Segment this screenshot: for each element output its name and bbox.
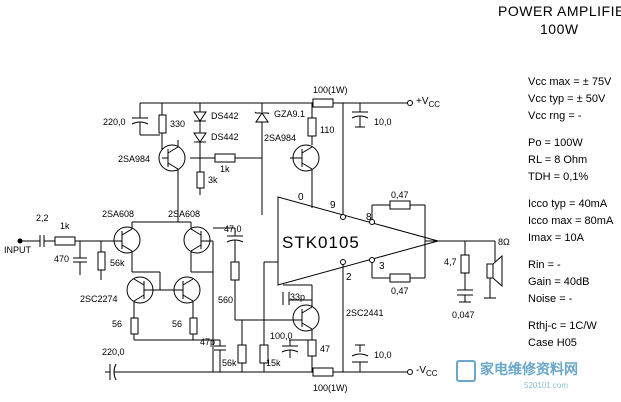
transistor-2sc2441 [235,285,319,340]
label-r1k-mid: 1k [220,164,230,174]
resistor-56k-bottom [238,345,246,363]
label-q-vas: 2SC2441 [346,308,384,318]
label-r047-a: 0,47 [391,190,409,200]
resistor-100-1w-bottom [313,368,333,376]
resistor-560 [231,262,239,280]
resistor-110 [308,118,316,136]
capacitor-10-top [352,103,368,127]
transistor-2sa608-right [184,222,213,272]
resistor-47 [308,340,316,356]
label-c-bot: 10,0 [374,350,392,360]
pin-3: 3 [379,261,385,272]
label-r470: 470 [54,254,70,264]
spec-po: Po = 100W [528,137,583,149]
label-cin: 2,2 [36,213,49,223]
spec-vcc-rng: Vcc rng = - [528,110,582,122]
label-r4-7: 4,7 [444,257,457,267]
label-d1: DS442 [211,111,239,121]
transistor-2sa608-left [110,222,140,272]
positive-rail [140,101,413,113]
label-r56k-b: 56k [222,358,237,368]
spec-rl: RL = 8 Ohm [528,154,588,166]
capacitor-10-bottom [352,345,368,372]
chip-amplifier-symbol [278,197,438,285]
diode-pair [194,103,206,172]
label-r560: 560 [218,295,234,305]
spec-rin: Rin = - [528,259,561,271]
spec-rthj: Rthj-c = 1C/W [528,320,597,332]
zener-gza91 [255,103,269,215]
input-label: INPUT [4,245,31,255]
label-c-right-top: 10,0 [374,117,392,127]
pin-8: 8 [366,212,372,223]
spec-tdh: TDH = 0,1% [528,171,589,183]
resistor-1k-mid [215,154,235,162]
title-line-2: 100W [540,21,579,37]
spec-noise: Noise = - [528,293,573,305]
label-q-top: 2SA984 [118,154,151,164]
watermark-logo-icon [456,360,476,382]
label-c-top: 220,0 [103,117,126,127]
label-c047: 0,047 [452,310,475,320]
spec-icco-typ: Icco typ = 40mA [528,198,608,210]
resistor-047-top [390,201,410,209]
input-network [20,235,110,280]
pin-2: 2 [346,272,352,283]
watermark-text: 家电维修资料网 [480,361,578,377]
label-c47: 47,0 [224,224,242,234]
label-c47p: 47p [200,337,216,347]
pin-9: 9 [330,200,336,211]
label-r56-b: 56 [172,319,183,329]
transistor-2sc2274-left [127,277,153,318]
transistor-2sa984-right [290,145,319,196]
resistor-330 [159,115,166,133]
label-c33p: 33p [290,292,306,302]
label-r-top: 100(1W) [313,85,348,95]
label-c100: 100,0 [270,331,293,341]
spec-gain: Gain = 40dB [528,276,590,288]
label-r330: 330 [170,119,186,129]
resistor-100-1w-top [313,99,333,107]
spec-vcc-typ: Vcc typ = ± 50V [528,93,606,105]
label-q-diff1: 2SA608 [102,209,135,219]
label-r56k: 56k [110,258,125,268]
label-r047-b: 0,47 [391,286,409,296]
resistor-56-left [131,318,138,334]
resistor-56-right [190,318,197,334]
label-spk: 8Ω [498,237,510,247]
negative-rail-label: -VCC [416,365,438,378]
label-q-mirror: 2SC2274 [80,294,118,304]
transistor-2sa984-left [159,140,185,215]
label-q-top2: 2SA984 [264,133,297,143]
spec-list: Vcc max = ± 75V Vcc typ = ± 50V Vcc rng … [528,76,620,354]
positive-rail-label: +VCC [416,96,441,109]
label-q-diff2: 2SA608 [168,209,201,219]
label-r47: 47 [320,344,331,354]
resistor-047-bottom [390,274,410,282]
label-r56-a: 56 [112,319,123,329]
transistor-2sc2274-right [174,277,200,318]
spec-imax: Imax = 10A [528,232,584,244]
label-r110: 110 [320,125,335,135]
watermark-url: 520101.com [524,381,569,390]
resistor-3k [197,172,204,188]
spec-icco-max: Icco max = 80mA [528,215,614,227]
label-rin: 1k [60,221,70,231]
label-r3k: 3k [208,175,218,185]
spec-vcc-max: Vcc max = ± 75V [528,76,612,88]
resistor-4-7 [461,255,469,273]
title-line-1: POWER AMPLIFIER [498,3,621,19]
chip-name: STK0105 [282,233,360,252]
label-r15k: 15k [266,358,281,368]
pin-0: 0 [298,192,304,203]
spec-case: Case H05 [528,337,577,349]
capacitor-220-top [132,112,160,135]
label-zener: GZA9.1 [274,109,306,119]
label-r-bot: 100(1W) [313,383,348,393]
label-c220-bot: 220,0 [102,347,125,357]
label-d2: DS442 [211,132,239,142]
